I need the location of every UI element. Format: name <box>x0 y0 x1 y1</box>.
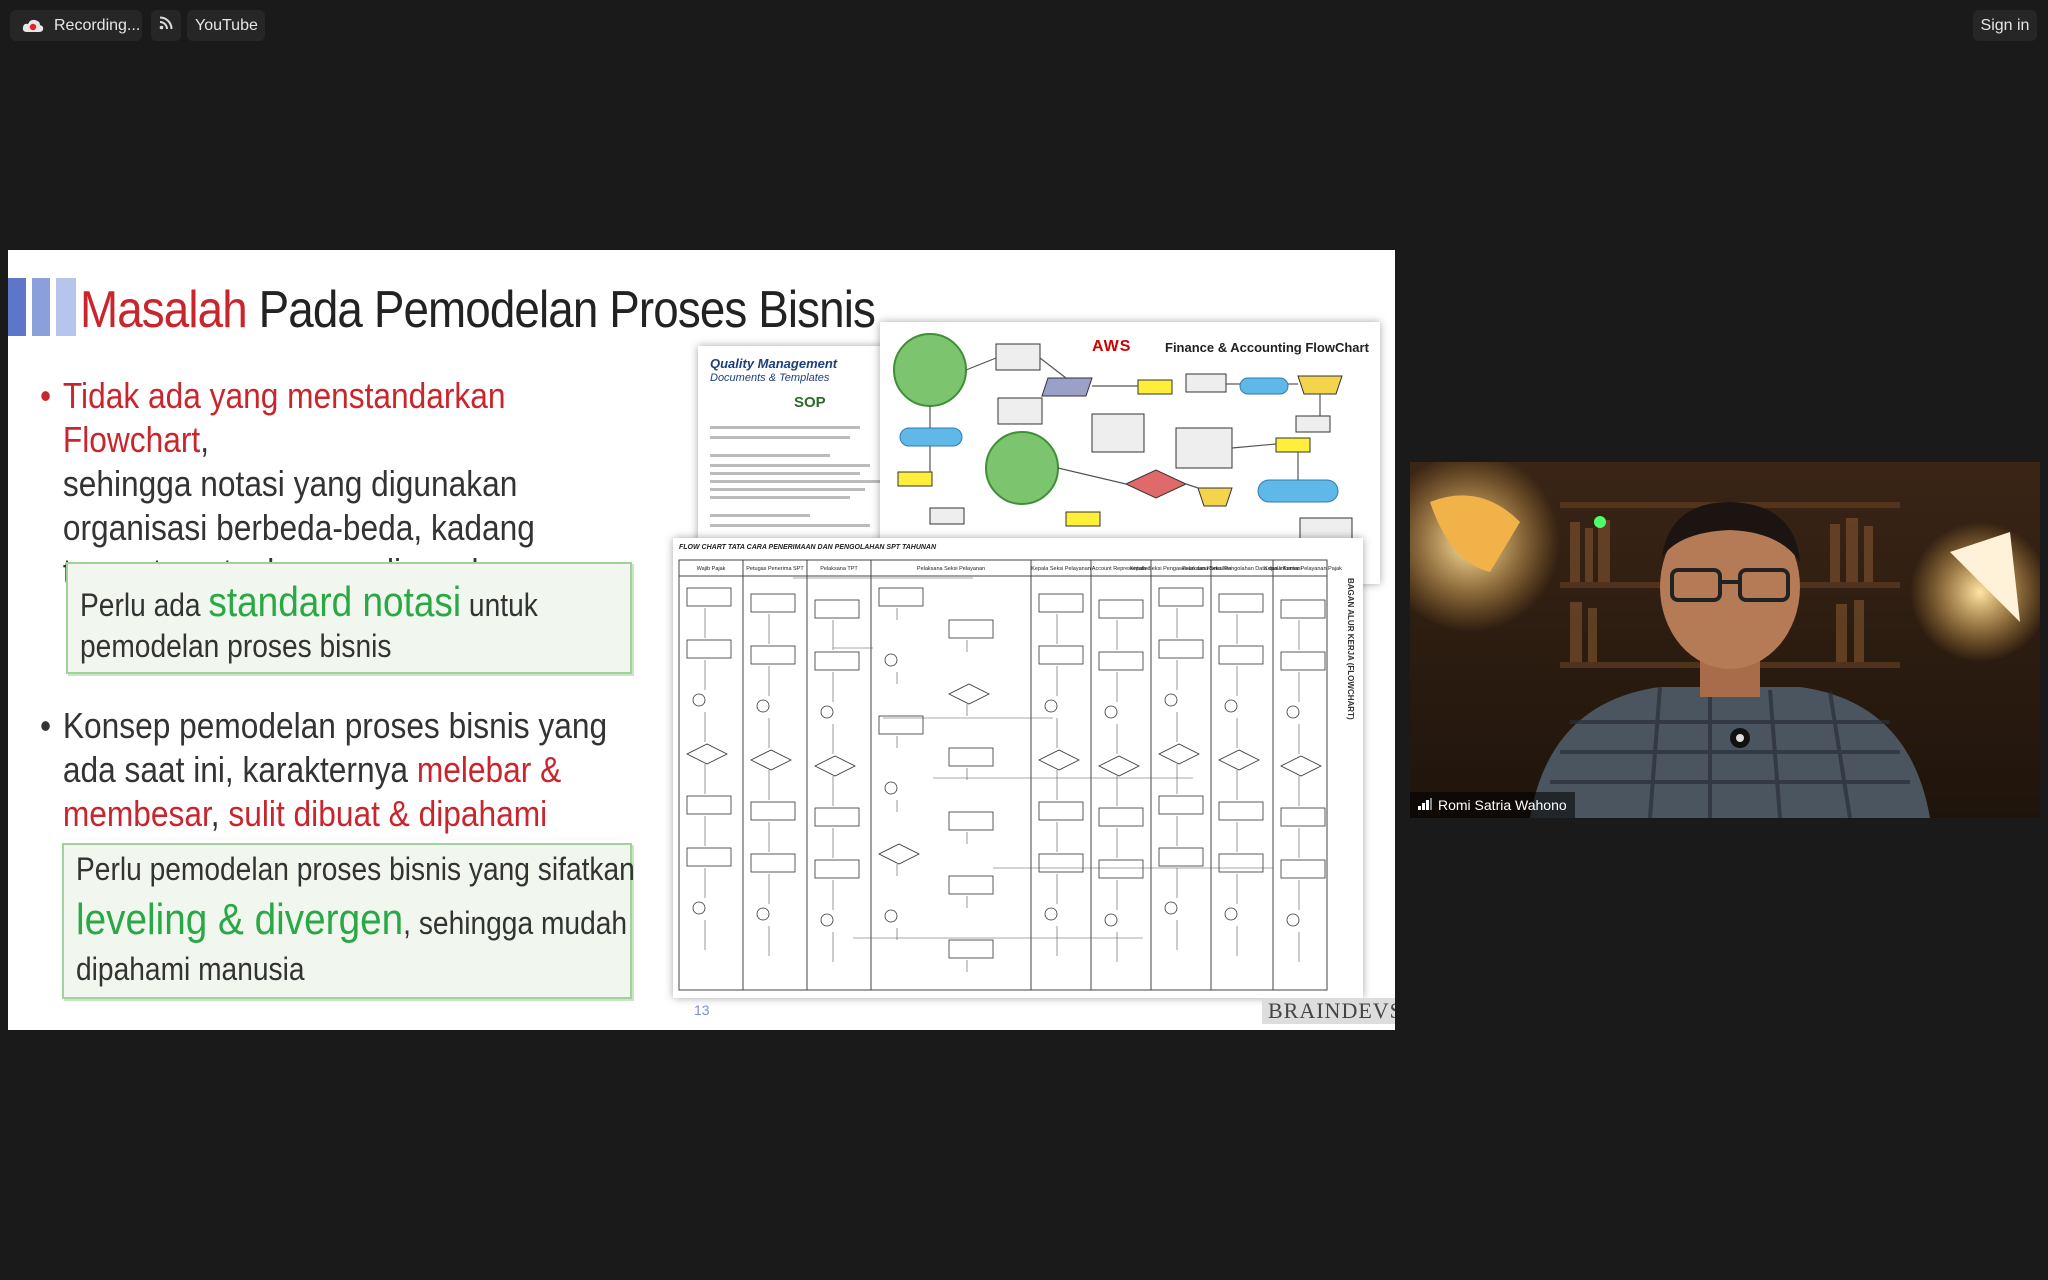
live-stream-button[interactable] <box>151 10 181 41</box>
swimlane-header: Kepala Seksi Pelayanan <box>1031 566 1091 572</box>
swimlane-header: Pelaksana Seksi Pengolahan Data dan Info… <box>1182 566 1302 572</box>
spt-flowchart-vertical-label: BAGAN ALUR KERJA (FLOWCHART) <box>1346 578 1355 720</box>
sign-in-button[interactable]: Sign in <box>1973 10 2037 41</box>
shared-screen-slide: Masalah Pada Pemodelan Proses Bisnis • T… <box>8 250 1395 1030</box>
aws-logo: AWS <box>1092 338 1132 355</box>
slide-title: Masalah Pada Pemodelan Proses Bisnis <box>80 281 876 339</box>
swimlane-header: Kepala Kantor Pelayanan Pajak <box>1264 566 1342 572</box>
youtube-label: YouTube <box>195 16 258 34</box>
bullet1-highlight: Tidak ada yang menstandarkan Flowchart <box>62 375 506 460</box>
swimlane-header: Pelaksana Seksi Pelayanan <box>917 566 985 572</box>
swimlane-header: Pelaksana TPT <box>820 566 858 572</box>
swimlane-header: Wajib Pajak <box>697 566 726 572</box>
title-accent-bars <box>8 278 76 336</box>
quality-management-document-image: Quality Management Documents & Templates… <box>698 346 908 566</box>
note-box-standard-notasi: Perlu ada standard notasi untuk pemodela… <box>66 562 632 674</box>
cloud-recording-icon <box>22 19 44 33</box>
participant-video-frame <box>1410 462 2040 818</box>
spt-flowchart-title: FLOW CHART TATA CARA PENERIMAAN DAN PENG… <box>679 544 937 551</box>
top-bar: Recording... YouTube Sign in <box>0 0 2048 52</box>
recording-label: Recording... <box>54 16 141 34</box>
rss-icon <box>159 16 173 35</box>
swimlane-header: Petugas Penerima SPT <box>746 566 804 572</box>
recording-indicator[interactable]: Recording... <box>10 10 142 41</box>
braindevs-logo: BRAINDEVS <box>1262 998 1395 1024</box>
swimlane-header: Account Representative <box>1092 566 1150 572</box>
participant-video-tile[interactable]: Romi Satria Wahono <box>1410 462 2040 818</box>
swimlane-header: Kepala Seksi Pengawasan dan Konsultasi <box>1129 566 1232 572</box>
signal-strength-icon <box>1418 797 1432 813</box>
slide-page-number: 13 <box>694 1002 710 1018</box>
youtube-button[interactable]: YouTube <box>187 10 265 41</box>
sign-in-label: Sign in <box>1980 16 2030 34</box>
finance-flowchart-title: Finance & Accounting FlowChart <box>1165 340 1369 355</box>
participant-name-label: Romi Satria Wahono <box>1410 792 1575 818</box>
spt-flowchart-image: FLOW CHART TATA CARA PENERIMAAN DAN PENG… <box>673 538 1363 998</box>
note-box-leveling-divergen: Perlu pemodelan proses bisnis yang sifat… <box>62 843 635 999</box>
